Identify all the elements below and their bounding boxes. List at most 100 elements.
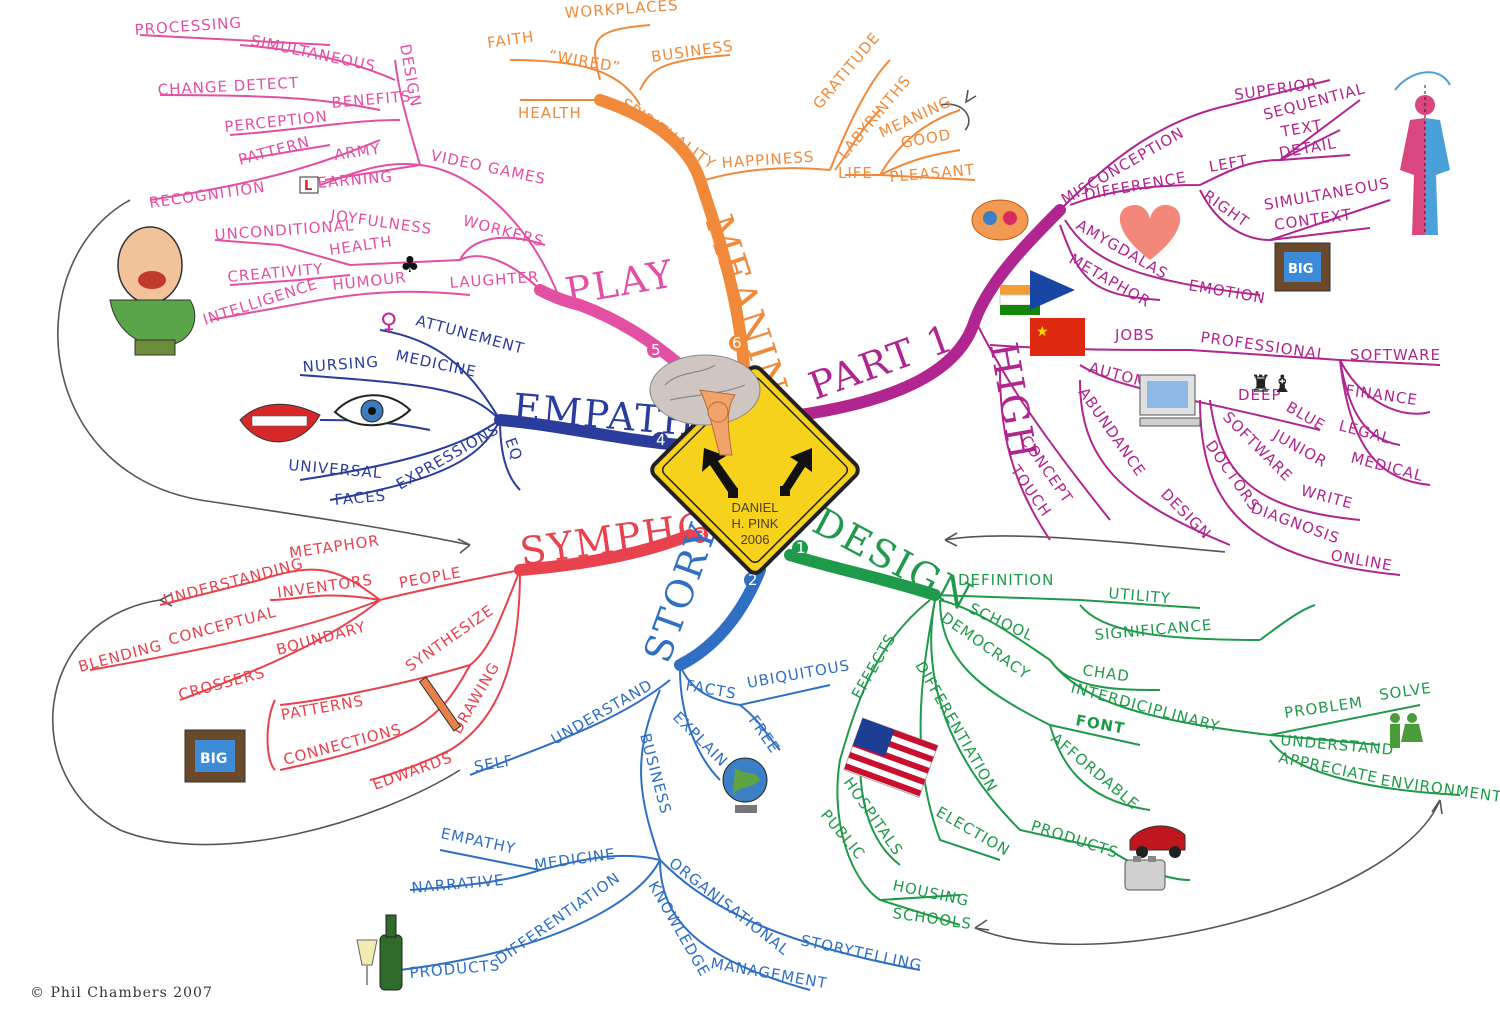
branch-title-design: DESIGN [806, 499, 981, 620]
branch-number-badge [652, 432, 668, 448]
label-utility: UTILITY [1108, 584, 1172, 607]
label-products-design: PRODUCTS [1029, 817, 1121, 862]
label-emotion: EMOTION [1187, 276, 1267, 307]
label-differentiation-story: DIFFERENTIATION [492, 869, 624, 969]
cross-link-arrows [52, 89, 1443, 946]
svg-text:BIG: BIG [1288, 262, 1313, 277]
label-wired: “WIRED” [547, 46, 622, 76]
label-significance: SIGNIFICANCE [1094, 616, 1213, 644]
big-picture-frame-icon: BIG [184, 729, 246, 783]
label-conceptual: CONCEPTUAL [166, 603, 278, 649]
svg-text:★: ★ [1036, 324, 1049, 340]
label-metaphor-symphony: METAPHOR [288, 531, 381, 562]
label-facts: FACTS [684, 676, 738, 703]
label-business: BUSINESS [650, 37, 735, 66]
big-picture-frame-icon-right: BIG [1274, 242, 1331, 292]
label-legal: LEGAL [1337, 416, 1393, 447]
label-faith: FAITH [486, 28, 535, 52]
label-medicine-empathy: MEDICINE [394, 346, 478, 381]
branch-number-story: 2 [748, 571, 759, 589]
branch-story: STORY 2 FACTS UBIQUITOUS FREE EXPLAIN UN… [399, 517, 924, 992]
center-line-3: 2006 [741, 532, 770, 547]
label-left: LEFT [1208, 151, 1250, 176]
label-ubiquitous: UBIQUITOUS [746, 656, 852, 692]
svg-text:L: L [304, 179, 312, 194]
branch-number-meaning: 6 [732, 334, 743, 352]
label-earning: EARNING [317, 167, 394, 192]
label-army: ARMY [333, 140, 382, 164]
label-medicine-story: MEDICINE [533, 845, 617, 874]
label-management: MANAGEMENT [709, 954, 829, 992]
eye-icon [333, 394, 412, 427]
branch-number-design: 1 [796, 539, 807, 557]
label-connections: CONNECTIONS [281, 720, 403, 769]
label-products-story: PRODUCTS [409, 956, 501, 982]
label-crossers: CROSSERS [176, 663, 267, 703]
man-woman-icon [1390, 713, 1423, 748]
copyright-credit: © Phil Chambers 2007 [30, 985, 213, 1001]
globe-icon [722, 757, 768, 813]
label-solve: SOLVE [1378, 679, 1433, 704]
red-car-icon [1129, 825, 1186, 858]
branch-number-badge [792, 540, 808, 556]
label-jobs: JOBS [1114, 326, 1155, 344]
label-health: HEALTH [518, 104, 582, 122]
wine-bottle-icon [356, 914, 403, 991]
label-video-games: VIDEO GAMES [429, 146, 547, 188]
label-free: FREE [745, 712, 784, 757]
toaster-icon [1124, 856, 1166, 891]
china-flag-icon: ★ [1030, 318, 1085, 356]
brain-icon [649, 354, 761, 456]
label-recognition: RECOGNITION [148, 178, 266, 212]
label-laughter: LAUGHTER [449, 268, 540, 292]
label-universal: UNIVERSAL [288, 456, 383, 482]
svg-text:♣: ♣ [400, 253, 420, 278]
label-life: LIFE [838, 164, 873, 182]
label-definition: DEFINITION [958, 571, 1054, 589]
label-pattern: PATTERN [236, 132, 312, 168]
label-self: SELF [473, 751, 516, 776]
label-attunement: ATTUNEMENT [414, 311, 526, 357]
center-line-2: H. PINK [732, 516, 779, 531]
label-storytelling: STORYTELLING [799, 931, 924, 974]
pencil-icon [418, 676, 462, 732]
branch-number-badge [692, 527, 708, 543]
learner-plate-icon: L [299, 176, 319, 194]
branch-number-badge [647, 342, 663, 358]
label-write: WRITE [1299, 481, 1355, 512]
label-change-detect: CHANGE DETECT [157, 74, 299, 99]
branch-number-symphony: 3 [696, 526, 707, 544]
chess-pieces-icon: ♜♝ [1250, 370, 1293, 398]
heart-icon [1119, 205, 1181, 260]
branch-number-empathy: 4 [656, 431, 667, 449]
label-expressions: EXPRESSIONS [393, 420, 502, 493]
label-medical: MEDICAL [1349, 448, 1426, 485]
branch-title-play: PLAY [562, 251, 678, 313]
female-symbol-icon: ♀ [380, 308, 398, 336]
human-body-halves-icon [1394, 71, 1451, 235]
label-abundance: ABUNDANCE [1075, 384, 1150, 480]
label-professional: PROFESSIONAL [1199, 328, 1327, 363]
branch-number-play: 5 [651, 341, 662, 359]
label-benefits: BENEFITS [331, 87, 412, 112]
label-deep: DEEP [1238, 386, 1282, 404]
label-humour: HUMOUR [332, 268, 408, 294]
label-patterns: PATTERNS [280, 692, 366, 724]
label-gratitude: GRATITUDE [809, 29, 883, 113]
label-processing: PROCESSING [134, 14, 243, 39]
label-health-play: HEALTH [328, 232, 394, 259]
fork-arrows-icon [702, 448, 812, 498]
usa-flag-icon [843, 717, 939, 798]
label-font: FONT [1074, 711, 1126, 737]
label-edwards: EDWARDS [370, 748, 455, 794]
label-explain: EXPLAIN [669, 708, 732, 771]
label-faces: FACES [334, 487, 387, 509]
label-blue: BLUE [1283, 398, 1329, 435]
svg-text:♜♝: ♜♝ [1250, 370, 1293, 398]
label-workplaces: WORKPLACES [564, 0, 679, 22]
label-synthesize: SYNTHESIZE [402, 601, 497, 675]
label-narrative: NARRATIVE [411, 871, 505, 897]
center-line-1: DANIEL [732, 500, 779, 515]
svg-text:BIG: BIG [200, 751, 227, 767]
